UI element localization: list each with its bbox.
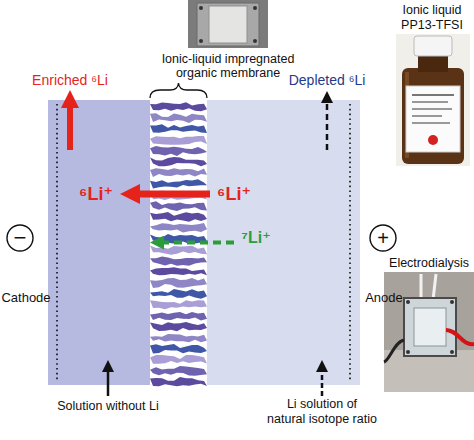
membrane-blob [150,344,207,353]
electrode-label: Anode [360,290,408,305]
photo-caption: Ionic liquid PP13-TFSI [392,3,472,33]
membrane-blob [150,190,207,199]
membrane-texture [150,102,207,386]
membrane-blob [150,334,207,342]
membrane-blob [150,146,207,156]
cell-window [414,308,446,346]
bottle-cap [414,36,452,56]
photo-hole [253,39,257,43]
anode-terminal: + [369,224,397,252]
membrane-blob [150,366,207,376]
photo-tube [421,274,436,300]
photo-frame [197,3,259,46]
device-bolt [406,350,410,354]
bottle-label [406,86,460,152]
anode-compartment [207,100,360,385]
depleted-outflow-arrow [326,103,329,150]
membrane-blob [150,289,207,299]
outflow-label: Enriched ⁶Li [10,72,130,89]
electrode-label: Cathode [0,290,54,305]
label-print [412,122,450,124]
bottle-body [402,68,464,164]
membrane-blob [150,113,207,123]
membrane-heading: Ionic-liquid impregnated organic membran… [153,52,303,81]
ion-transport-arrow [140,191,210,198]
ion-symbol: ⁶Li⁺ [217,184,251,205]
inflow-label: Solution without Li [38,399,178,414]
membrane-blob [150,157,207,166]
inflow-label: Li solution of natural isotope ratio [258,397,386,427]
membrane-blob [150,267,207,275]
inflow-arrow [321,372,324,396]
membrane-blob [150,179,207,188]
photo-membrane [209,6,247,43]
label-print [412,115,442,117]
ion-label: ⁶Li⁺ [72,181,120,207]
label-print [412,101,448,103]
membrane-blob [150,168,207,177]
hindered-transport-arrow [164,241,234,245]
ion-symbol: ⁷Li⁺ [241,229,270,247]
inflow-arrow [107,372,110,396]
label-print [412,108,452,110]
membrane-blob [150,223,207,232]
membrane-blob [150,124,207,133]
membrane-blob [150,377,207,386]
membrane-blob [150,355,207,364]
membrane-blob [150,201,207,211]
photo-hole [199,39,203,43]
membrane-background [150,100,207,385]
cathode-terminal: − [6,224,34,252]
membrane-blob [150,322,207,331]
membrane-blob [150,312,207,320]
label-logo [428,135,438,145]
photo-hole [199,6,203,10]
photo-background [188,0,268,48]
ion-label: ⁶Li⁺ [210,181,258,207]
device-bolt [450,300,454,304]
red-cable [446,330,474,344]
terminal-outline [370,225,396,251]
membrane-blob [150,102,207,111]
ion-symbol: ⁶Li⁺ [79,184,113,205]
polarity-sign: − [14,225,27,250]
membrane-blob [150,136,207,145]
electrode-line [56,104,58,382]
label-print [412,94,454,96]
cathode-compartment [48,100,150,385]
photo-background [396,34,470,166]
membrane-blob [150,300,207,309]
brace [150,83,207,98]
device-bolt [406,300,410,304]
membrane-blob [150,234,207,244]
black-cable [384,340,404,362]
membrane-blob [150,212,207,222]
photo-hole [253,6,257,10]
electrode-line [349,104,351,382]
membrane-blob [150,256,207,265]
ion-label: ⁷Li⁺ [234,226,278,250]
terminal-outline [7,225,33,251]
outflow-label: Depleted ⁶Li [267,72,387,89]
photo-caption: Electrodialysis [384,256,474,271]
enriched-outflow-arrow [67,108,73,150]
membrane-blob [150,278,207,288]
bottle-photo [396,34,470,166]
membrane-blob [150,246,207,255]
device-bolt [450,350,454,354]
cell-device [404,298,456,356]
membrane-photo [188,0,268,48]
polarity-sign: + [377,227,389,250]
membrane: Ionic-liquid impregnated organic membran… [150,100,207,385]
